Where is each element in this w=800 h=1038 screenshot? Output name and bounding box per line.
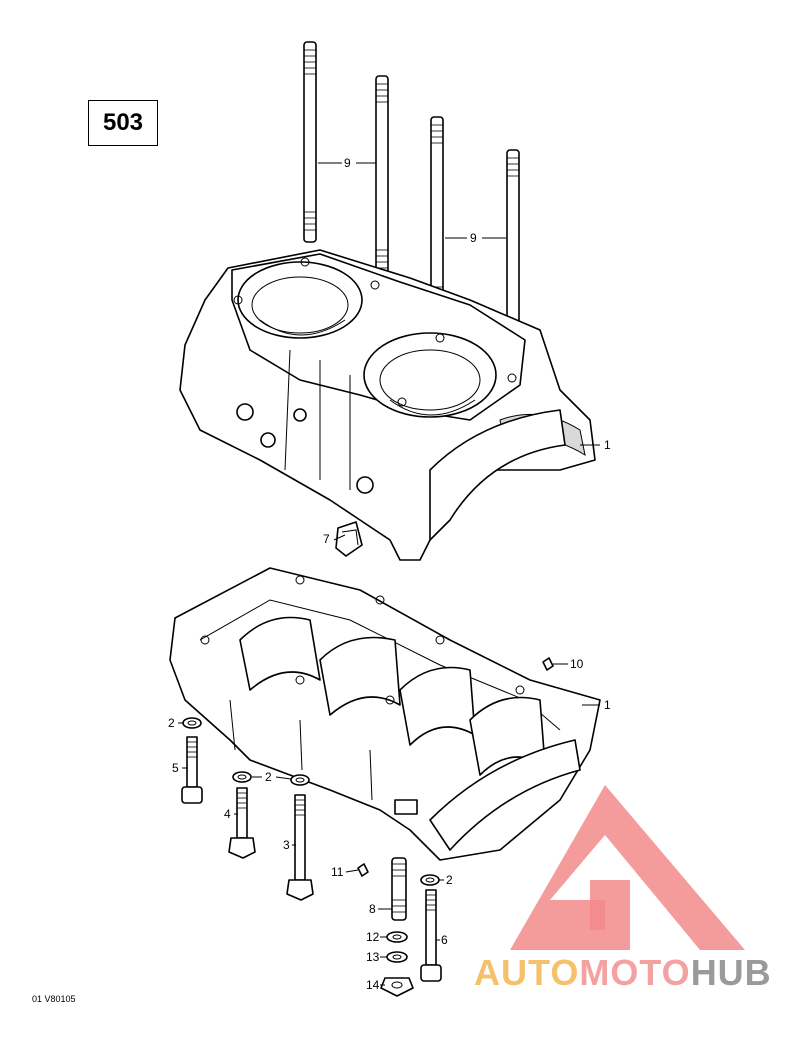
stud-2: [375, 75, 389, 279]
callout-2c: 2: [446, 873, 453, 887]
watermark-auto: AUTO: [474, 952, 580, 993]
callout-1b: 1: [604, 698, 611, 712]
bolt-4: [228, 787, 256, 859]
callout-7: 7: [323, 532, 330, 546]
washer-2b-right: [290, 774, 310, 786]
callout-labels: 9 9 1 7 10 1 2 5 2 4 3 11 2 8 6 12 13 14: [168, 156, 611, 992]
part-11-dowel: [357, 863, 369, 877]
callout-13: 13: [366, 950, 380, 964]
nut-14: [380, 977, 414, 997]
bolt-6: [420, 889, 442, 982]
watermark-moto: MOTO: [579, 952, 691, 993]
watermark-hub: HUB: [690, 952, 772, 993]
callout-4: 4: [224, 807, 231, 821]
leader-lines: [178, 162, 600, 986]
callout-2b: 2: [265, 770, 272, 784]
callout-10: 10: [570, 657, 584, 671]
upper-crankcase: [179, 249, 596, 561]
washer-2b-left: [232, 771, 252, 783]
callout-1a: 1: [604, 438, 611, 452]
stud-group-9: [303, 41, 520, 356]
watermark-text: AUTOMOTOHUB: [474, 952, 772, 994]
drawing-code: 01 V80105: [32, 994, 76, 1004]
callout-2a: 2: [168, 716, 175, 730]
callout-14: 14: [366, 978, 380, 992]
washer-2a: [182, 717, 202, 729]
stud-3: [430, 116, 444, 316]
callout-11: 11: [331, 865, 344, 879]
bolt-5: [181, 736, 203, 804]
callout-6: 6: [441, 933, 448, 947]
callout-5: 5: [172, 761, 179, 775]
callout-8: 8: [369, 902, 376, 916]
part-10-dowel: [542, 657, 554, 671]
lower-crankcase: [169, 567, 601, 861]
bolt-3: [286, 794, 314, 901]
stud-1: [303, 41, 317, 243]
washer-12: [386, 931, 408, 943]
watermark-logo-icon: [510, 785, 745, 950]
part-7-seal: [335, 521, 363, 557]
callout-3: 3: [283, 838, 290, 852]
diagram-number: 503: [88, 100, 158, 146]
callout-9b: 9: [470, 231, 477, 245]
callout-9a: 9: [344, 156, 351, 170]
callout-12: 12: [366, 930, 380, 944]
washer-13: [386, 951, 408, 963]
stud-8: [391, 857, 407, 921]
washer-2c: [420, 874, 440, 886]
